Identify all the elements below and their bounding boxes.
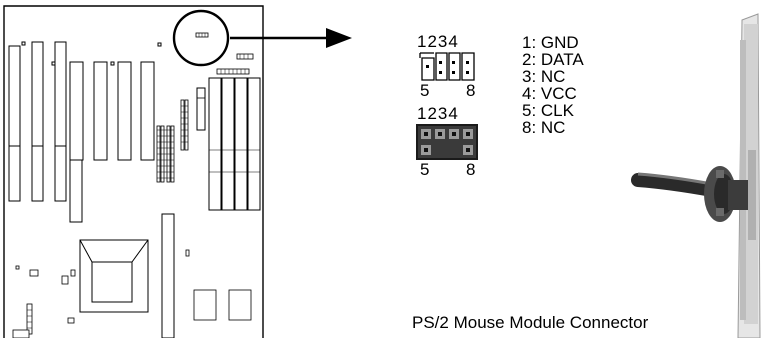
pin-number-left-1: 5 xyxy=(420,81,431,100)
pin-assignment-list: 1: GND 2: DATA 3: NC 4: VCC 5: CLK 8: NC xyxy=(522,34,584,136)
ide-headers xyxy=(156,99,189,183)
pin-number-right-2: 8 xyxy=(466,160,477,179)
pin-assignment: 1: GND xyxy=(522,33,579,52)
pin-number-right-1: 8 xyxy=(466,81,477,100)
cpu-socket xyxy=(79,239,149,313)
pin-numbers-top-1: 1234 xyxy=(417,32,459,51)
pin-number-left-2: 5 xyxy=(420,160,431,179)
highlight-circle xyxy=(172,9,230,67)
pci-slots xyxy=(69,61,155,223)
pin-numbers-top-2: 1234 xyxy=(417,104,459,123)
memory-slots xyxy=(208,77,261,211)
board-outline xyxy=(3,5,264,338)
pin-header-solid xyxy=(416,124,478,160)
mouse-module-bracket xyxy=(631,13,761,338)
isa-slots xyxy=(8,41,67,202)
pin-assignment: 2: DATA xyxy=(522,50,584,69)
pin-assignment: 5: CLK xyxy=(522,101,574,120)
pin-assignment: 8: NC xyxy=(522,118,566,137)
pin-header-outline xyxy=(419,52,475,81)
diagram-caption: PS/2 Mouse Module Connector xyxy=(412,313,649,332)
pin-assignment: 3: NC xyxy=(522,67,566,86)
pin-assignment: 4: VCC xyxy=(522,84,577,103)
pointer-arrow xyxy=(230,28,352,48)
